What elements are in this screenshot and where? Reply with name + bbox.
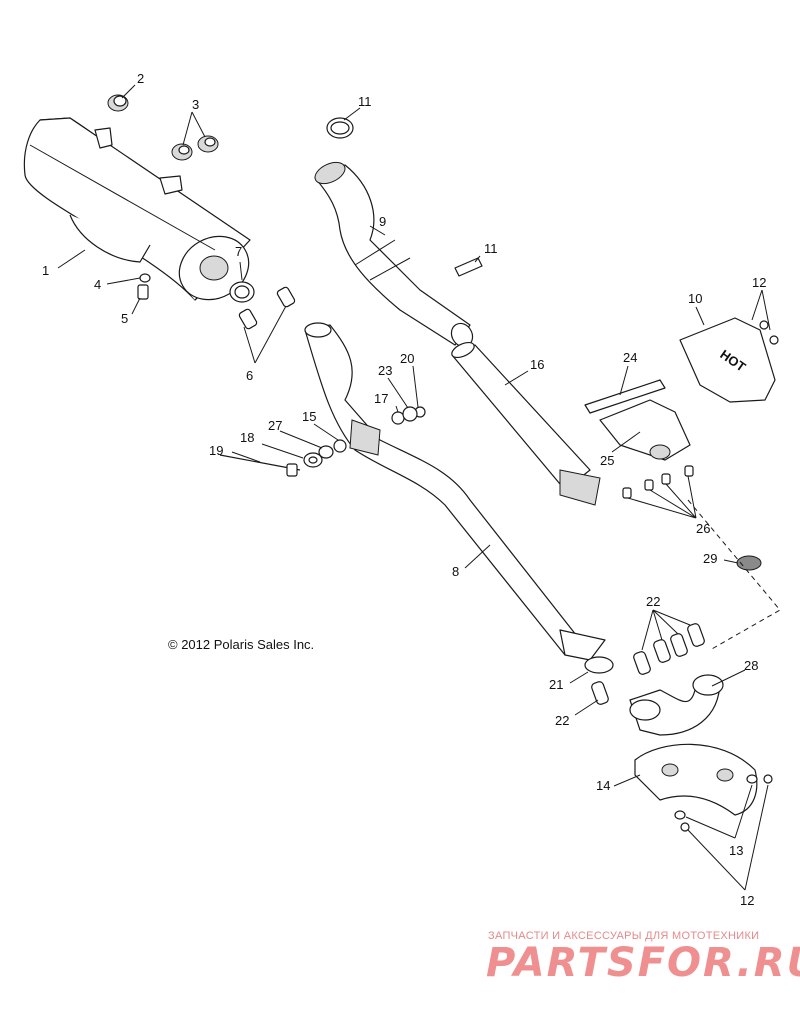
callout-21: 21 <box>549 677 563 692</box>
gasket-part-7 <box>229 281 255 303</box>
callout-12-top: 12 <box>752 275 766 290</box>
callout-11-mid: 11 <box>484 241 498 256</box>
callout-16: 16 <box>530 357 544 372</box>
callout-17: 17 <box>374 391 388 406</box>
spacer-part-15 <box>333 439 347 453</box>
callout-3: 3 <box>192 97 199 112</box>
callout-labels: 1 2 3 4 5 6 7 8 9 10 11 11 12 12 13 14 1… <box>42 71 766 908</box>
washers-part-13 <box>674 774 758 820</box>
washer-part-18 <box>303 452 323 468</box>
callout-12-bottom: 12 <box>740 893 754 908</box>
grommet-part-2 <box>107 94 129 112</box>
lower-shield-part-14 <box>634 743 758 816</box>
washer-part-23 <box>402 406 418 422</box>
callout-6: 6 <box>246 368 253 383</box>
bolt-part-19 <box>219 454 301 477</box>
fasteners-part-12-top <box>759 320 779 345</box>
callout-13: 13 <box>729 843 743 858</box>
clamp-part-11-mid <box>454 257 483 277</box>
pipe-part-16 <box>451 341 601 506</box>
heat-shield-part-10: HOT <box>679 317 776 403</box>
alignment-lines <box>687 499 781 651</box>
watermark-logo: PARTSFOR.RU <box>486 940 800 986</box>
callout-1: 1 <box>42 263 49 278</box>
callout-26: 26 <box>696 521 710 536</box>
callout-5: 5 <box>121 311 128 326</box>
callout-22-left: 22 <box>555 713 569 728</box>
springs-part-22 <box>591 623 705 705</box>
callout-4: 4 <box>94 277 101 292</box>
callout-20: 20 <box>400 351 414 366</box>
pipe-part-9 <box>314 161 474 348</box>
washer-part-4 <box>139 273 151 283</box>
callout-18: 18 <box>240 430 254 445</box>
grommets-part-3 <box>171 135 219 161</box>
bolt-part-5 <box>137 284 149 300</box>
header-pipe-part-8 <box>304 322 606 661</box>
callout-2: 2 <box>137 71 144 86</box>
callout-29: 29 <box>703 551 717 566</box>
clamp-part-11-top <box>326 117 354 139</box>
callout-24: 24 <box>623 350 637 365</box>
callout-11-top: 11 <box>358 94 372 109</box>
callout-28: 28 <box>744 658 758 673</box>
callout-19: 19 <box>209 443 223 458</box>
washer-part-17 <box>391 411 405 425</box>
callout-7: 7 <box>235 244 242 259</box>
callout-27: 27 <box>268 418 282 433</box>
gasket-part-24 <box>584 379 666 414</box>
callout-23: 23 <box>378 363 392 378</box>
u-bend-part-28 <box>629 674 724 736</box>
gasket-part-21 <box>584 656 614 674</box>
callout-25: 25 <box>600 453 614 468</box>
muffler-part-1 <box>23 117 251 301</box>
washer-part-27 <box>318 445 334 459</box>
watermark-caption: ЗАПЧАСТИ И АКСЕССУАРЫ ДЛЯ МОТОТЕХНИКИ <box>488 930 760 942</box>
leader-lines <box>57 84 771 891</box>
springs-part-6 <box>238 286 296 330</box>
callout-14: 14 <box>596 778 610 793</box>
callout-10: 10 <box>688 291 702 306</box>
callout-8: 8 <box>452 564 459 579</box>
callout-15: 15 <box>302 409 316 424</box>
callout-9: 9 <box>379 214 386 229</box>
bolts-part-26 <box>622 465 694 499</box>
fasteners-part-12-bottom <box>680 774 773 832</box>
copyright-notice: © 2012 Polaris Sales Inc. <box>168 637 315 652</box>
callout-22-right: 22 <box>646 594 660 609</box>
